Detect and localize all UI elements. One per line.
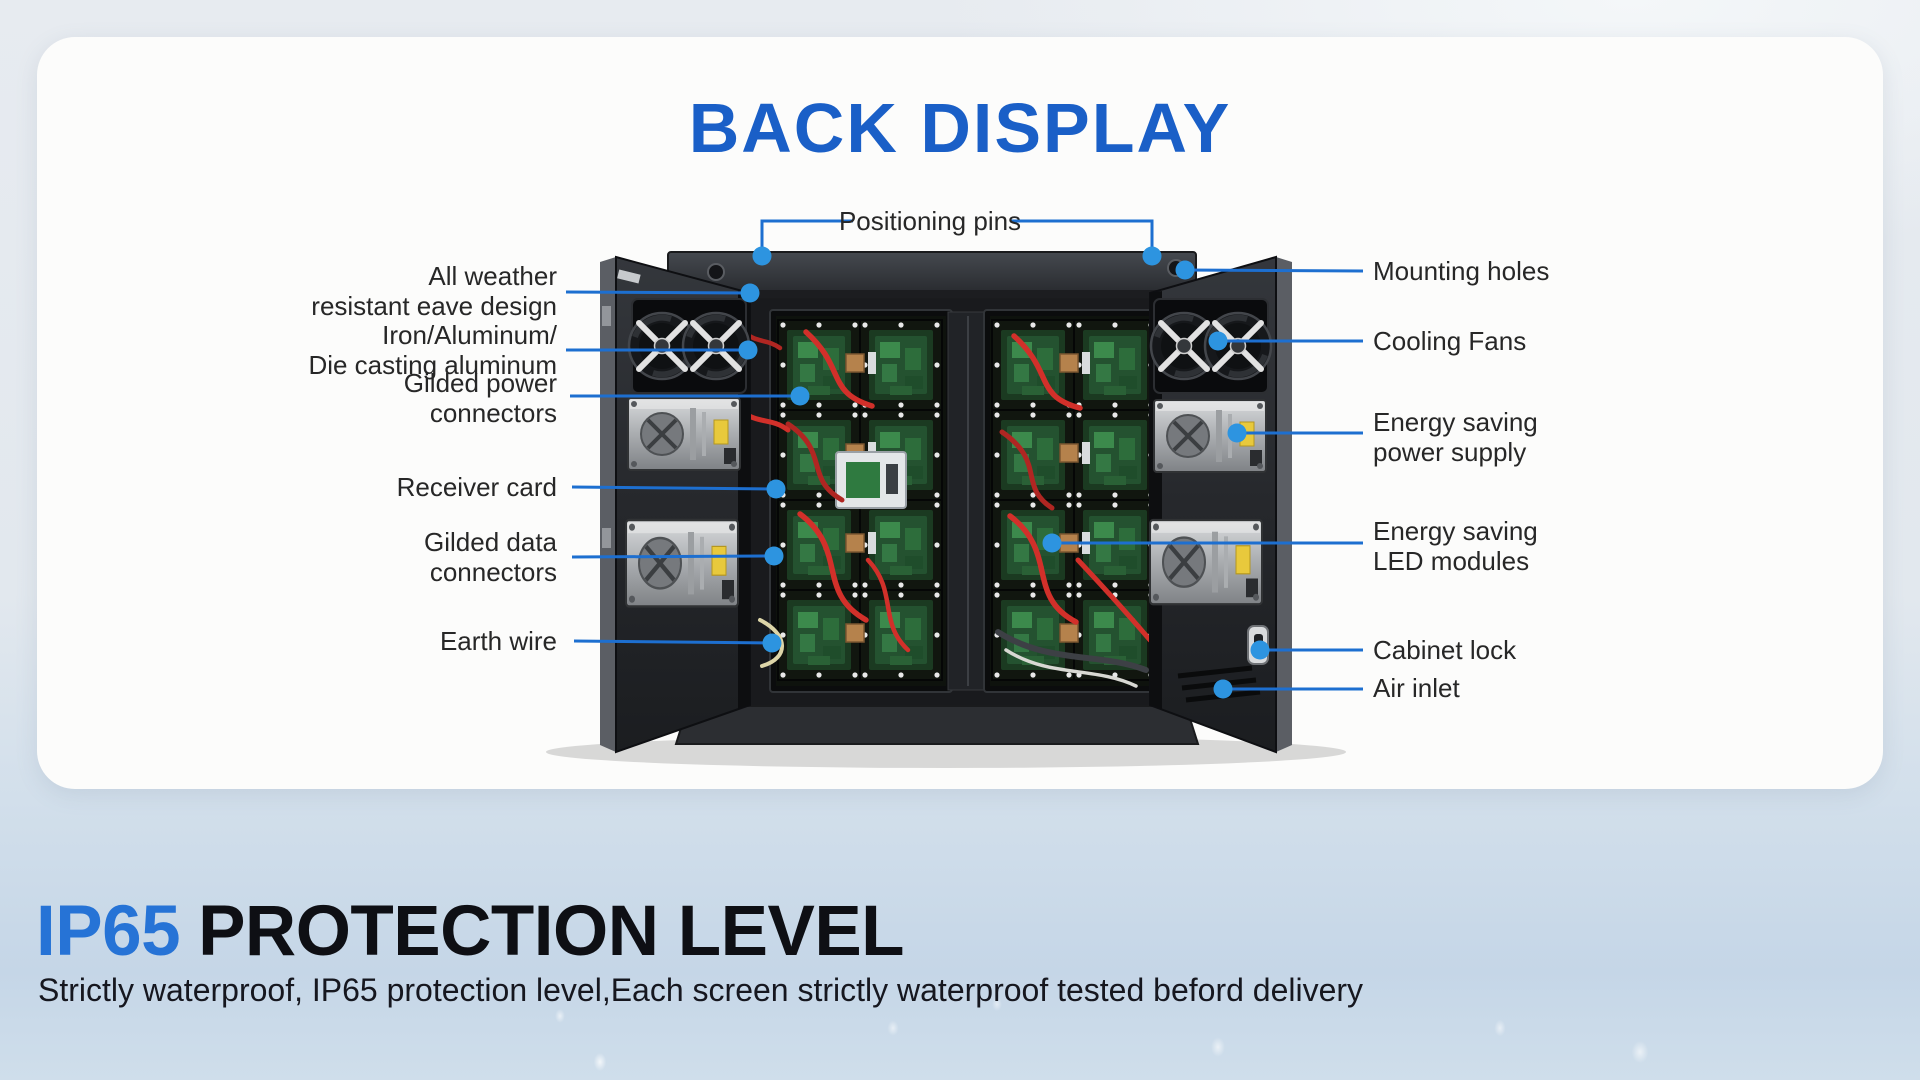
label-energy-saving-power-supply: Energy saving power supply bbox=[1373, 407, 1538, 467]
power-supply-left-2 bbox=[626, 520, 738, 606]
ip65-accent-text: IP65 bbox=[36, 892, 181, 971]
label-cooling-fans: Cooling Fans bbox=[1373, 326, 1527, 356]
label-receiver-card: Receiver card bbox=[396, 472, 557, 502]
label-die-casting-aluminum: Iron/Aluminum/ Die casting aluminum bbox=[308, 320, 557, 380]
protection-level-text: PROTECTION LEVEL bbox=[198, 892, 905, 971]
label-all-weather-eave-design: All weather resistant eave design bbox=[311, 261, 557, 321]
label-energy-saving-led-modules: Energy saving LED modules bbox=[1373, 516, 1538, 576]
mounting-hole-left bbox=[707, 263, 725, 281]
center-divider bbox=[947, 311, 989, 691]
receiver-card-board bbox=[835, 451, 907, 509]
label-gilded-data-connectors: Gilded data connectors bbox=[424, 527, 557, 587]
power-supply-right-2 bbox=[1150, 520, 1262, 604]
power-supply-right-1 bbox=[1152, 398, 1268, 474]
left-door bbox=[600, 255, 751, 754]
earth-wire-left bbox=[758, 618, 784, 668]
cooling-fans-left bbox=[629, 299, 749, 393]
power-supply-left-1 bbox=[626, 396, 742, 472]
led-panel-right bbox=[983, 309, 1161, 693]
waterproof-subtitle: Strictly waterproof, IP65 protection lev… bbox=[38, 972, 1364, 1008]
callout-dots bbox=[738, 246, 1270, 699]
page-title: BACK DISPLAY bbox=[688, 89, 1232, 167]
label-gilded-power-connectors: Gilded power connectors bbox=[403, 368, 557, 428]
callout-lines bbox=[565, 219, 1364, 691]
led-cabinet-back-illustration bbox=[546, 219, 1364, 768]
label-air-inlet: Air inlet bbox=[1373, 673, 1460, 703]
label-positioning-pins: Positioning pins bbox=[838, 206, 1022, 236]
label-earth-wire: Earth wire bbox=[439, 626, 557, 656]
label-cabinet-lock: Cabinet lock bbox=[1373, 635, 1517, 665]
right-door bbox=[1150, 255, 1292, 754]
label-mounting-holes: Mounting holes bbox=[1373, 256, 1550, 286]
